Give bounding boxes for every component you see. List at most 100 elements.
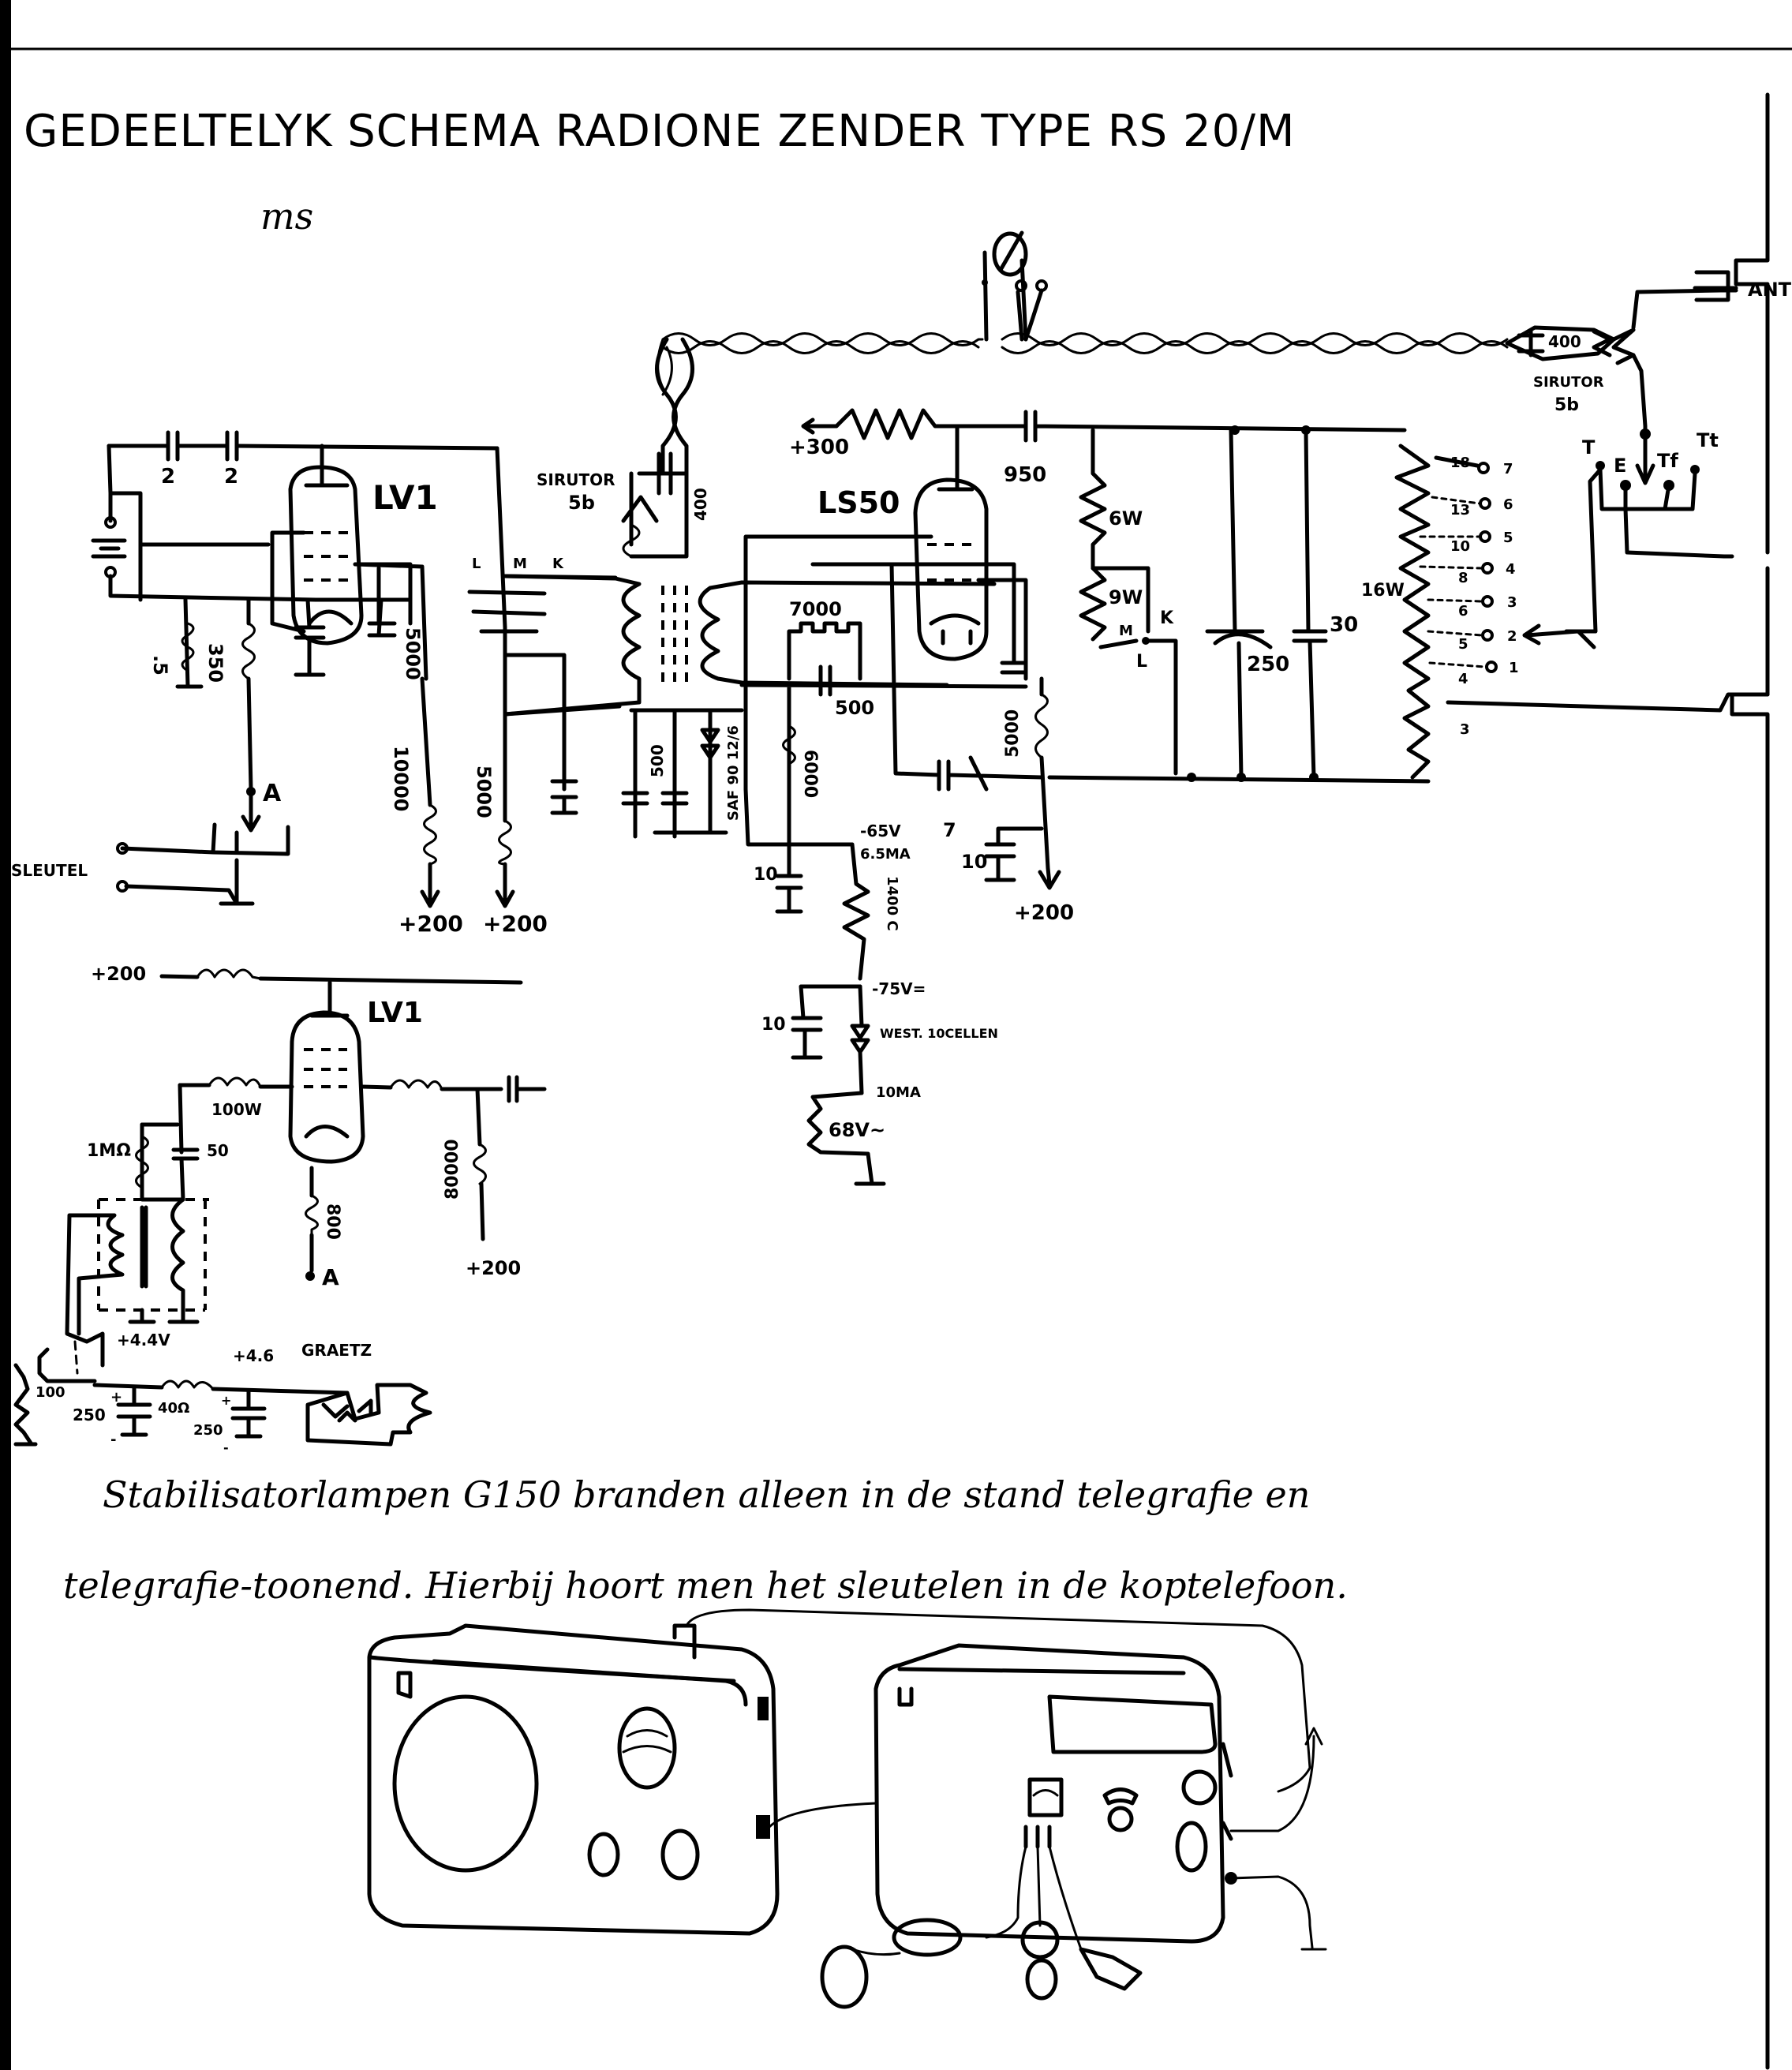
switch-position: 5 bbox=[1503, 530, 1513, 546]
tube-ls50-icon bbox=[913, 477, 989, 661]
switch-position: 7 bbox=[1503, 461, 1513, 477]
diode-label: SAF 90 12/6 bbox=[725, 725, 742, 821]
ac-voltage: 68V~ bbox=[829, 1119, 885, 1141]
bias2-voltage: -75V= bbox=[872, 979, 926, 998]
supply-label: +200 bbox=[1014, 901, 1074, 925]
bridge-label: GRAETZ bbox=[301, 1341, 372, 1360]
rf-meter-icon bbox=[982, 230, 1048, 342]
antenna-feed bbox=[657, 230, 1509, 396]
resistor-label: 80000 bbox=[443, 1139, 462, 1200]
bias-current: 6.5MA bbox=[860, 846, 911, 863]
resistor-label: 7000 bbox=[789, 598, 842, 620]
tank-cap-label: 30 bbox=[1330, 613, 1358, 637]
antenna-label: ANT bbox=[1748, 279, 1792, 301]
tube-lv1-mod-icon bbox=[288, 1010, 365, 1164]
supply-label: +200 bbox=[91, 963, 146, 985]
switch-k-label: K bbox=[552, 556, 564, 572]
tap-label: 5 bbox=[1458, 636, 1468, 653]
supply-label: +200 bbox=[483, 911, 548, 937]
resistor-label: 6000 bbox=[800, 750, 820, 798]
cap-label: 2 bbox=[161, 465, 175, 488]
node-a-label: A bbox=[322, 1264, 339, 1290]
voltage-label: +4.4V bbox=[117, 1331, 170, 1349]
switch-m-label: M bbox=[1119, 623, 1133, 639]
tap-label: 4 bbox=[1458, 671, 1468, 687]
switch-position: 1 bbox=[1509, 660, 1519, 676]
tap-label: 10 bbox=[1450, 538, 1470, 555]
coil-label: 16W bbox=[1361, 581, 1405, 601]
receiver-unit-icon bbox=[367, 1623, 780, 1936]
note-line-2: telegrafie-toonend. Hierbij hoort men he… bbox=[63, 1564, 1348, 1607]
filament-supply: 100 +4.4V 250 + - 40Ω +4.6 250 + - GRAET… bbox=[13, 1331, 432, 1455]
resistor-label: 5000 bbox=[1003, 709, 1023, 758]
band-switch[interactable]: 7 6 5 4 3 2 1 bbox=[1419, 455, 1596, 676]
tube-label: LV1 bbox=[372, 478, 438, 517]
cap-label: 950 bbox=[1004, 463, 1046, 487]
equipment-illustration bbox=[367, 1608, 1327, 2009]
switch-position: 2 bbox=[1507, 628, 1517, 645]
tap-label: 13 bbox=[1450, 502, 1470, 518]
resistor-6w-label: 6W bbox=[1109, 507, 1143, 530]
rect-current: 10MA bbox=[876, 1084, 921, 1101]
tap-label: 8 bbox=[1458, 570, 1468, 586]
tap-label: 6 bbox=[1458, 603, 1468, 620]
resistor-9w-label: 9W bbox=[1109, 586, 1143, 608]
supply-label: +200 bbox=[466, 1257, 521, 1279]
terminal-tt[interactable]: Tt bbox=[1697, 429, 1719, 451]
microphone-icon bbox=[1020, 1920, 1060, 2001]
polarity-minus: - bbox=[223, 1440, 229, 1455]
voltage-label: +4.6 bbox=[233, 1346, 274, 1365]
resistor-label: 40Ω bbox=[158, 1400, 189, 1417]
cap-label: 10 bbox=[961, 851, 987, 873]
node-a-label: A bbox=[263, 780, 282, 807]
resistor-label: 100W bbox=[211, 1100, 262, 1119]
sirutor-label: SIRUTOR bbox=[537, 470, 615, 489]
resistor-label: 10000 bbox=[390, 746, 412, 812]
cap-label: 500 bbox=[835, 697, 874, 719]
note-line-1: Stabilisatorlampen G150 branden alleen i… bbox=[103, 1473, 1310, 1516]
switch-position: 6 bbox=[1503, 496, 1513, 513]
neut-cap-label: 7 bbox=[943, 819, 956, 841]
amplifier-stage: +300 950 LS50 6W 9W K M L 7000 500 6000 … bbox=[621, 408, 1431, 1186]
switch-k-label: K bbox=[1160, 608, 1174, 628]
switch-l-label: L bbox=[1136, 652, 1147, 672]
cap-label: 250 bbox=[73, 1406, 106, 1424]
document-title: GEDEELTELYK SCHEMA RADIONE ZENDER TYPE R… bbox=[24, 106, 1295, 157]
tap-labels: 18 13 10 8 6 5 4 3 bbox=[1450, 455, 1470, 738]
rectifier-label: WEST. 10CELLEN bbox=[880, 1026, 998, 1041]
terminal-e[interactable]: E bbox=[1614, 455, 1626, 477]
resistor-label: .5 bbox=[149, 655, 171, 676]
polarity-plus: + bbox=[110, 1389, 122, 1406]
resistor-label: 350 bbox=[204, 643, 226, 683]
antenna-sirutor-label: SIRUTOR bbox=[1533, 374, 1604, 391]
cap-label: 500 bbox=[648, 744, 667, 777]
antenna-sirutor-type: 5b bbox=[1554, 395, 1579, 415]
bias-voltage: -65V bbox=[860, 822, 901, 840]
coupling-network: SIRUTOR 5b 400 bbox=[503, 337, 997, 717]
tap-label: 3 bbox=[1460, 721, 1470, 738]
cap-label: 10 bbox=[761, 1015, 786, 1035]
key-label[interactable]: SLEUTEL bbox=[11, 861, 88, 880]
supply-300-label: +300 bbox=[789, 436, 849, 459]
resistor-label: 5000 bbox=[473, 765, 495, 818]
antenna-section: 400 SIRUTOR 5b ANT T E Tf Tt bbox=[1505, 270, 1792, 634]
cap-label: 2 bbox=[224, 465, 238, 488]
antenna-cap-label: 400 bbox=[1548, 332, 1581, 351]
sirutor-cap: 400 bbox=[691, 488, 710, 521]
cap-5000-label: 5000 bbox=[402, 627, 424, 680]
resistor-label: 100 bbox=[36, 1384, 65, 1401]
resistor-label: 800 bbox=[323, 1203, 342, 1240]
terminal-t[interactable]: T bbox=[1582, 436, 1596, 459]
tube-label: LS50 bbox=[817, 485, 900, 520]
cap-label: 250 bbox=[193, 1422, 223, 1439]
headphones-icon bbox=[820, 1918, 963, 2009]
graetz-bridge-icon bbox=[305, 1383, 432, 1447]
polarity-plus: + bbox=[221, 1393, 231, 1408]
switch-m-label: M bbox=[513, 556, 527, 572]
terminal-tf[interactable]: Tf bbox=[1657, 450, 1678, 472]
cap-label: 50 bbox=[207, 1141, 229, 1160]
tank-cap-label: 250 bbox=[1247, 653, 1289, 676]
sirutor-type: 5b bbox=[568, 492, 595, 514]
